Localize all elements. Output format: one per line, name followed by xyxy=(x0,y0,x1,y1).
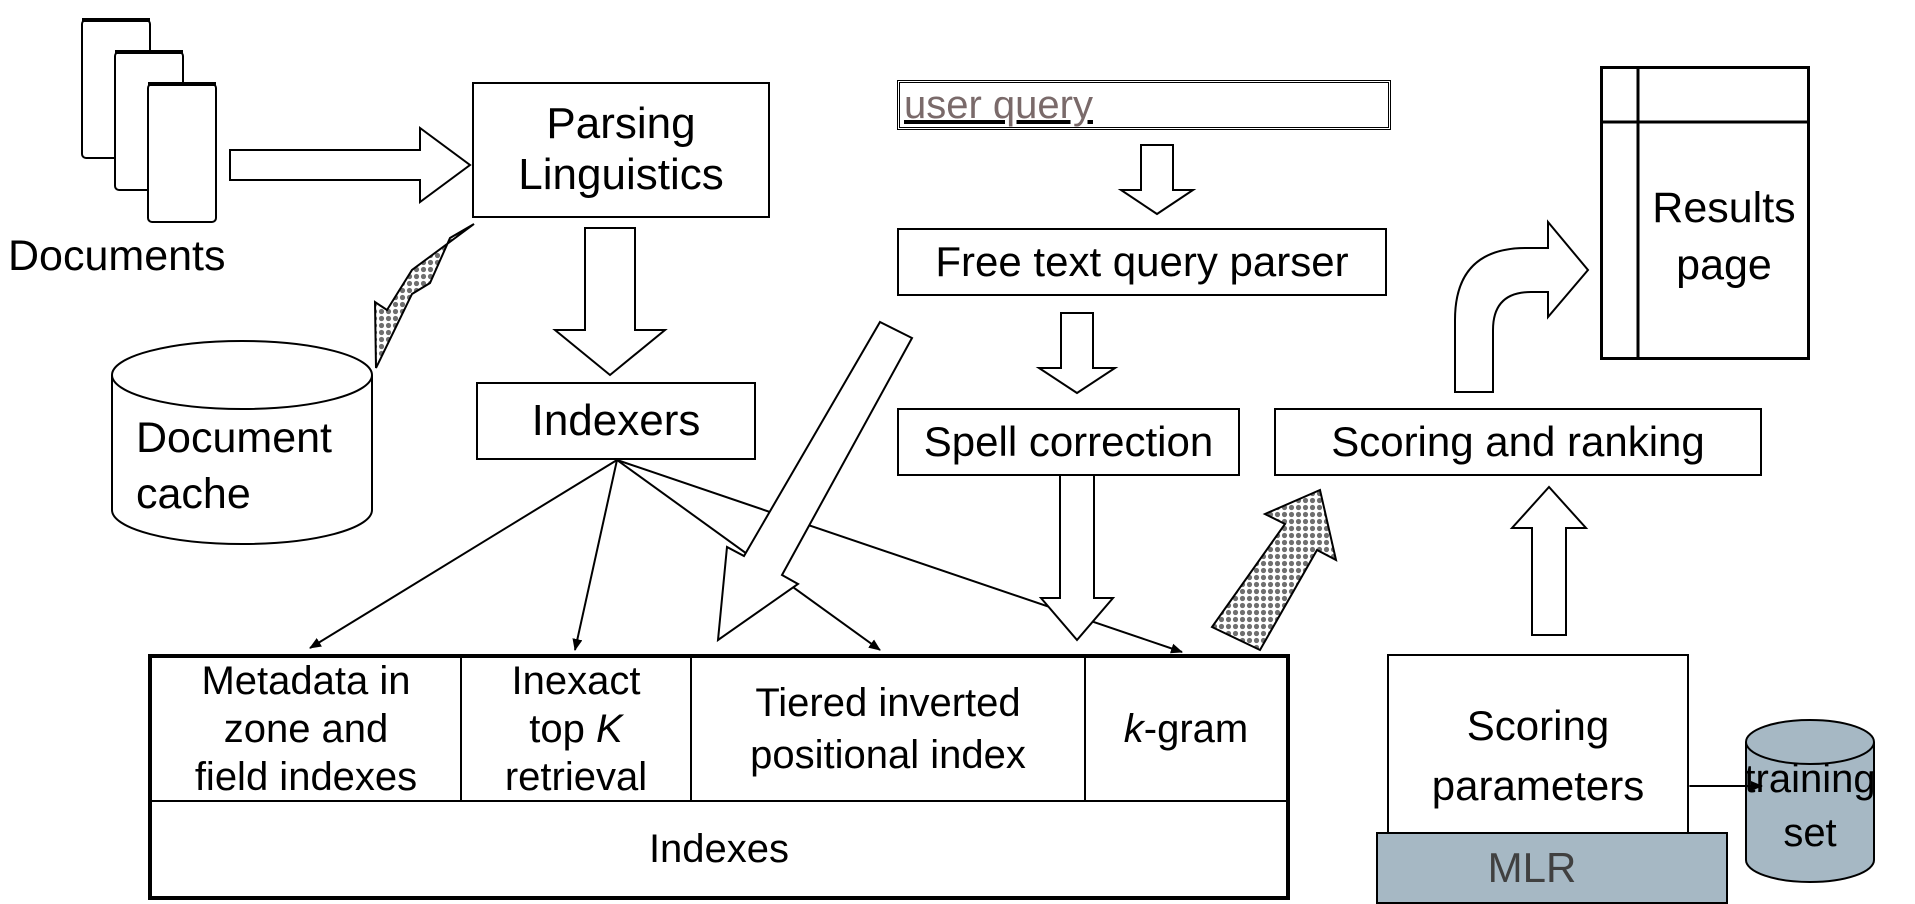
metadata-line1: Metadata in xyxy=(201,659,411,703)
documents-icon xyxy=(81,18,217,223)
parser-to-index-arrow xyxy=(716,320,914,643)
index-cell-kgram: k-gram xyxy=(1086,658,1286,800)
metadata-line2: zone and xyxy=(223,707,389,751)
index-cell-metadata: Metadata in zone and field indexes xyxy=(152,658,462,800)
inexact-line2: top K xyxy=(529,707,623,751)
indexes-table: Metadata in zone and field indexes Inexa… xyxy=(148,654,1290,900)
results-line2: page xyxy=(1676,241,1772,289)
documents-label: Documents xyxy=(8,232,226,280)
parsing-line1: Parsing xyxy=(546,99,696,149)
document-cache-cylinder xyxy=(111,340,373,545)
scoring-params-line1: Scoring xyxy=(1466,702,1610,749)
indexes-to-scoring-arrow xyxy=(1210,488,1338,652)
user-query-box[interactable]: user query xyxy=(897,80,1391,130)
results-page-frame xyxy=(1600,68,1807,358)
inexact-line1: Inexact xyxy=(511,659,641,703)
docs-to-parsing-arrow xyxy=(229,126,472,204)
tiered-line1: Tiered inverted xyxy=(755,681,1021,725)
user-query-text: user query xyxy=(904,83,1093,127)
parsing-linguistics-box: Parsing Linguistics xyxy=(472,82,770,218)
document-cache-line2: cache xyxy=(136,470,251,518)
kgram-text: k-gram xyxy=(1123,706,1249,751)
spell-correction-box: Spell correction xyxy=(897,408,1240,476)
inexact-line3: retrieval xyxy=(504,755,648,799)
training-set-cylinder xyxy=(1745,719,1875,883)
results-page-label: Results page xyxy=(1640,180,1808,294)
query-parser-box: Free text query parser xyxy=(897,228,1387,296)
results-line1: Results xyxy=(1652,184,1796,232)
document-cache-label: Document cache xyxy=(136,410,332,522)
results-page-box xyxy=(1600,66,1810,360)
parsing-line2: Linguistics xyxy=(518,150,724,199)
parsing-to-indexers-arrow xyxy=(552,227,668,377)
training-set-label: training set xyxy=(1744,752,1876,860)
training-line1: training xyxy=(1744,757,1876,801)
metadata-line3: field indexes xyxy=(194,755,418,799)
index-cell-inexact: Inexact top K retrieval xyxy=(462,658,692,800)
scoring-ranking-box: Scoring and ranking xyxy=(1274,408,1762,476)
tiered-line2: positional index xyxy=(750,733,1026,777)
indexes-cells-row: Metadata in zone and field indexes Inexa… xyxy=(152,658,1286,802)
indexers-box: Indexers xyxy=(476,382,756,460)
params-to-scoring-arrow xyxy=(1509,485,1589,636)
index-cell-tiered: Tiered inverted positional index xyxy=(692,658,1086,800)
scoring-to-results-arrow xyxy=(1454,219,1590,393)
mlr-label: MLR xyxy=(1487,844,1577,891)
parser-to-spell-arrow xyxy=(1035,312,1119,395)
parsing-to-cache-arrow xyxy=(373,223,475,369)
spell-to-kgram-arrow xyxy=(1038,472,1116,642)
document-cache-line1: Document xyxy=(136,414,332,462)
indexes-footer: Indexes xyxy=(648,826,790,871)
training-line2: set xyxy=(1783,811,1837,855)
query-to-parser-arrow xyxy=(1117,144,1197,216)
scoring-params-line2: parameters xyxy=(1431,762,1645,809)
mlr-band: MLR xyxy=(1376,832,1728,904)
